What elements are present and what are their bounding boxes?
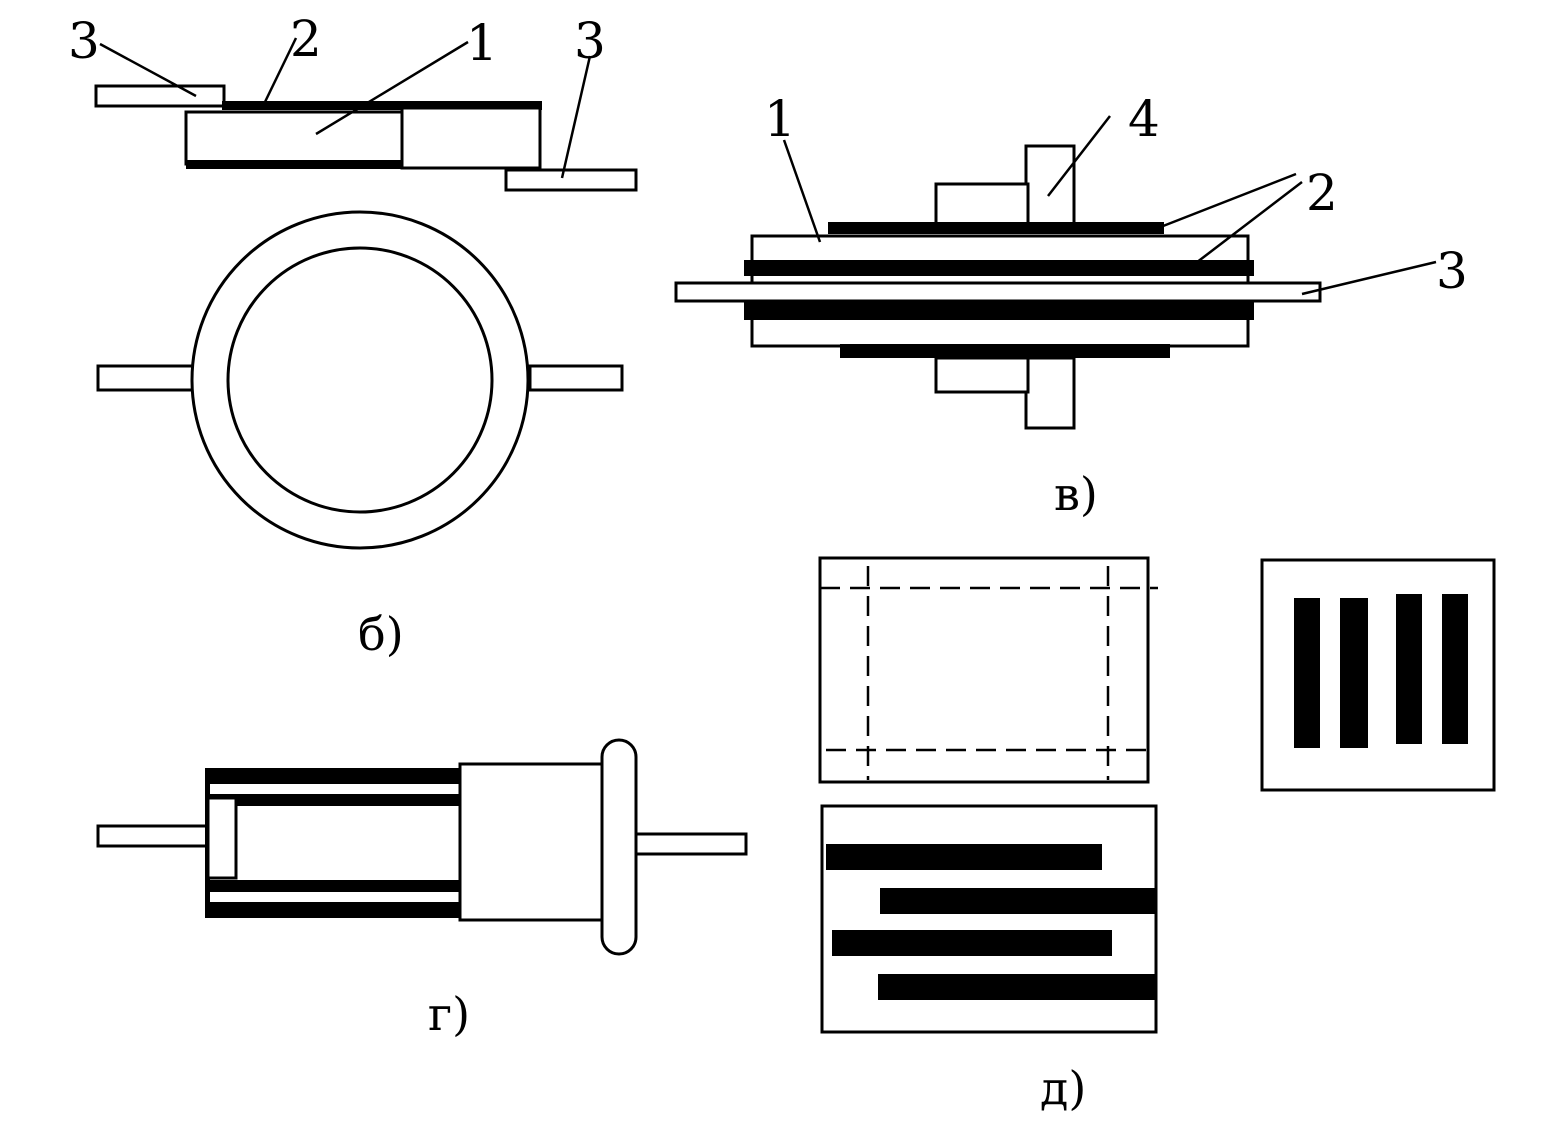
label-1-v: 1	[764, 90, 796, 148]
bar-3	[1396, 594, 1422, 744]
lead-right	[626, 832, 748, 856]
figure-b-top-view	[96, 210, 624, 550]
tube-outer-bottom	[206, 880, 462, 892]
label-3-left: 3	[68, 12, 100, 70]
label-2: 2	[290, 10, 322, 68]
finger-3	[832, 930, 1112, 956]
leader-4	[1047, 115, 1111, 197]
label-3-right: 3	[574, 12, 606, 70]
cap-body	[458, 762, 608, 922]
leader-2a	[1157, 172, 1297, 230]
terminal-left	[94, 84, 226, 108]
terminal-through	[674, 281, 1322, 303]
finger-2	[880, 888, 1156, 914]
caption-v: в)	[1054, 467, 1098, 521]
leader-2b	[1191, 181, 1303, 267]
figure-v: 1 4 2 3 в)	[674, 90, 1468, 521]
leader-1	[315, 40, 469, 136]
leader-3-right	[560, 55, 592, 179]
tube-inner-bottom	[206, 902, 462, 918]
tube-inner-top	[206, 794, 462, 806]
disc-outer	[190, 210, 530, 550]
spacer-bottom	[934, 356, 1030, 394]
leader-1-v	[782, 139, 822, 243]
disc-body-left	[184, 110, 404, 166]
terminal-right	[504, 168, 638, 192]
leader-3-v	[1301, 260, 1437, 296]
disc-body-right	[400, 106, 542, 170]
figure-d-plate-dashed	[818, 556, 1158, 784]
lead-left	[96, 824, 212, 848]
figure-b-side-view: 3 2 1 3	[68, 10, 638, 192]
caption-d: д)	[1040, 1061, 1086, 1115]
label-3-v: 3	[1436, 242, 1468, 300]
electrode-inner-2	[744, 302, 1254, 320]
finger-1	[826, 844, 1102, 870]
figure-d: д)	[818, 556, 1496, 1115]
spacer-top	[934, 182, 1030, 228]
caption-g: г)	[428, 987, 470, 1041]
electrode-outer-top	[828, 222, 1164, 234]
electrode-outer-bottom	[840, 344, 1170, 358]
finger-4	[878, 974, 1156, 1000]
bar-1	[1294, 598, 1320, 748]
label-2-v: 2	[1306, 164, 1338, 222]
flange	[600, 738, 638, 956]
terminal-right-top	[528, 364, 624, 392]
inner-plug	[206, 796, 238, 880]
figure-d-plate-interdigital	[820, 804, 1158, 1034]
leader-3-left	[99, 42, 197, 98]
figure-d-plate-bars	[1260, 558, 1496, 792]
plate-1	[818, 556, 1150, 784]
bar-4	[1442, 594, 1468, 744]
caption-b: б)	[358, 607, 404, 661]
clamp-top	[1024, 144, 1076, 228]
clamp-bottom	[1024, 356, 1076, 430]
disc-inner	[226, 246, 494, 514]
electrode-top	[222, 101, 542, 110]
electrode-bottom	[186, 160, 402, 169]
bar-2	[1340, 598, 1368, 748]
tube-outer-top	[206, 768, 462, 784]
leader-2	[262, 37, 298, 105]
label-4: 4	[1128, 90, 1160, 148]
label-1: 1	[466, 14, 498, 72]
electrode-inner-1	[744, 260, 1254, 276]
figure-g: г)	[96, 738, 748, 1041]
figure-b: 3 2 1 3 б)	[68, 10, 638, 661]
